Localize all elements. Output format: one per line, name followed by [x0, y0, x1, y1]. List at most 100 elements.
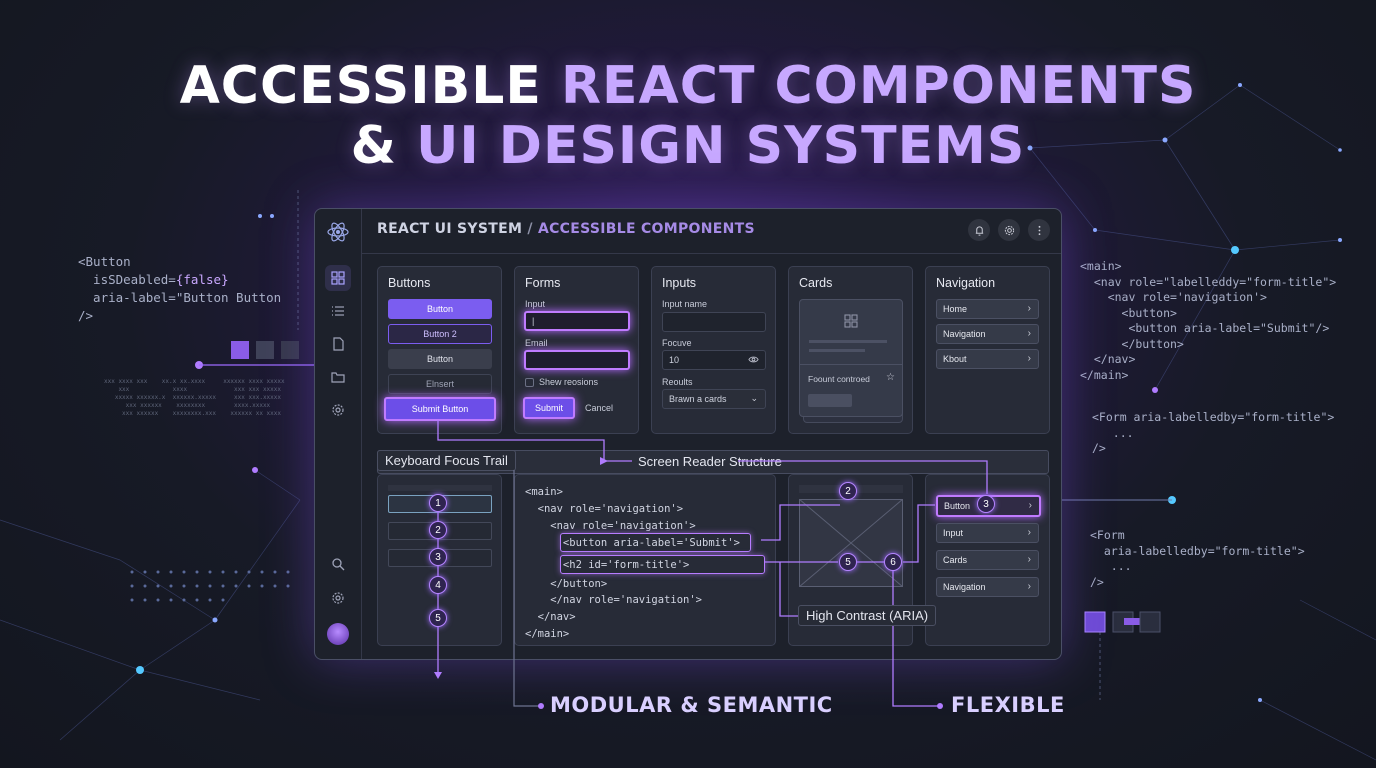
headline-line-2: & UI DESIGN SYSTEMS: [350, 116, 1026, 176]
inputs-panel: Inputs Input name Focuve 10 Reoults Braw…: [651, 266, 776, 434]
document-icon[interactable]: [325, 331, 351, 357]
step-badge: 2: [839, 482, 857, 500]
nav-item-home[interactable]: Home›: [936, 299, 1039, 319]
focus-step-badge: 1: [429, 494, 447, 512]
folder-icon[interactable]: [325, 364, 351, 390]
chevron-right-icon: ›: [1027, 581, 1031, 592]
card-text: Foount controed: [808, 374, 870, 384]
input-label: Input: [525, 299, 546, 309]
code-line: </main>: [525, 628, 570, 640]
code-line: <h2 id='form-title'>: [525, 559, 690, 571]
primary-button[interactable]: Button: [388, 299, 492, 319]
flexible-label: FLEXIBLE: [951, 693, 1065, 717]
chevron-down-icon: ⌄: [750, 393, 758, 403]
cancel-link[interactable]: Cancel: [585, 403, 614, 413]
left-code-snippet: <Button isSDeabled={false} aria-label="B…: [78, 254, 282, 323]
card[interactable]: Foount controed ☆: [799, 299, 903, 417]
gear-icon[interactable]: [998, 219, 1020, 241]
results-label: Reoults: [662, 377, 693, 387]
number-field[interactable]: 10: [662, 350, 766, 370]
chevron-right-icon: ›: [1027, 303, 1031, 314]
code-line: <nav role='navigation'>: [525, 520, 696, 532]
screen-reader-code-panel: <main> <nav role='navigation'> <nav role…: [514, 474, 776, 646]
panel-title: Forms: [525, 276, 561, 290]
nav-item-navigation[interactable]: Navigation›: [936, 577, 1039, 597]
code-line: <nav role='navigation'>: [525, 503, 684, 515]
right-code-top: <main> <nav role="labelleddy="form-title…: [1080, 259, 1337, 382]
focus-step-badge: 2: [429, 521, 447, 539]
show-checkbox[interactable]: [525, 378, 534, 387]
right-code-bottom: <Form aria-labelledby="form-title"> .../…: [1090, 528, 1305, 589]
avatar[interactable]: [327, 623, 349, 645]
cards-panel: Cards Foount controed ☆: [788, 266, 913, 434]
buttons-panel: Buttons Button Button 2 Button Elnsert S…: [377, 266, 502, 434]
email-label: Email: [525, 338, 548, 348]
ghost-button[interactable]: Elnsert: [388, 374, 492, 394]
chevron-right-icon: ›: [1027, 353, 1031, 364]
nav-item-navigation[interactable]: Navigation›: [936, 324, 1039, 344]
code-line: <main>: [525, 486, 563, 498]
image-placeholder-icon: [798, 498, 904, 588]
panel-title: Buttons: [388, 276, 431, 290]
chevron-right-icon: ›: [1027, 554, 1031, 565]
eye-icon[interactable]: [748, 355, 759, 366]
input-name-field[interactable]: [662, 312, 766, 332]
email-field[interactable]: [524, 350, 630, 370]
card-line: [809, 340, 887, 343]
search-icon[interactable]: [325, 551, 351, 577]
headline-line-1: ACCESSIBLE REACT COMPONENTS: [179, 56, 1197, 116]
focus-label: Focuve: [662, 338, 692, 348]
card-line: [809, 349, 865, 352]
focus-placeholder: [388, 485, 492, 491]
chevron-right-icon: ›: [1027, 328, 1031, 339]
form-submit-button[interactable]: Submit: [523, 397, 575, 419]
submit-button[interactable]: Submit Button: [384, 397, 496, 421]
chevron-right-icon: ›: [1028, 500, 1032, 511]
checkbox-label: Shew reosions: [539, 377, 599, 387]
outline-button[interactable]: Button 2: [388, 324, 492, 344]
star-icon[interactable]: ☆: [886, 372, 895, 383]
grid-icon[interactable]: [325, 265, 351, 291]
tiny-code-decoration: xxx xxxx xxx xx.x xx.xxxx xxxxxx xxxx xx…: [104, 378, 285, 417]
app-window: REACT UI SYSTEM / ACCESSIBLE COMPONENTS …: [314, 208, 1062, 660]
step-badge: 3: [977, 495, 995, 513]
code-line: <button aria-label='Submit'>: [525, 537, 740, 549]
bell-icon[interactable]: [968, 219, 990, 241]
panel-title: Cards: [799, 276, 833, 290]
settings-icon[interactable]: [325, 397, 351, 423]
dark-button[interactable]: Button: [388, 349, 492, 369]
nav-item-cards[interactable]: Cards›: [936, 550, 1039, 570]
focus-step-badge: 4: [429, 576, 447, 594]
forms-panel: Forms Input | Email Shew reosions Submit…: [514, 266, 639, 434]
titlebar-divider: [361, 253, 1061, 254]
code-line: </button>: [525, 578, 608, 590]
window-title: REACT UI SYSTEM / ACCESSIBLE COMPONENTS: [377, 221, 755, 237]
list-icon[interactable]: [325, 298, 351, 324]
number-value: 10: [669, 355, 680, 365]
input-name-label: Input name: [662, 299, 708, 309]
input-field[interactable]: |: [524, 311, 630, 331]
code-line: </nav role='navigation'>: [525, 594, 703, 606]
nav-item-input[interactable]: Input›: [936, 523, 1039, 543]
gear-icon[interactable]: [325, 585, 351, 611]
step-badge: 5: [839, 553, 857, 571]
right-code-middle: <Form aria-labelledby="form-title"> .../…: [1092, 410, 1335, 455]
code-line: </nav>: [525, 611, 576, 623]
panel-title: Inputs: [662, 276, 697, 290]
screen-reader-title: Screen Reader Structure: [638, 454, 782, 469]
card-action-button[interactable]: [808, 394, 852, 407]
card-divider: [800, 364, 902, 365]
focus-step-badge: 3: [429, 548, 447, 566]
select-value: Brawn a cards: [669, 394, 727, 404]
navigation-panel: Navigation Home› Navigation› Kbout›: [925, 266, 1050, 434]
results-select[interactable]: Brawn a cards ⌄: [662, 389, 766, 409]
keyboard-focus-trail-title: Keyboard Focus Trail: [377, 450, 516, 471]
step-badge: 6: [884, 553, 902, 571]
panel-title: Navigation: [936, 276, 996, 290]
nav-item-about[interactable]: Kbout›: [936, 349, 1039, 369]
more-icon[interactable]: [1028, 219, 1050, 241]
modular-semantic-label: MODULAR & SEMANTIC: [550, 693, 833, 717]
code-highlight: [560, 555, 765, 574]
code-highlight: [560, 533, 751, 552]
